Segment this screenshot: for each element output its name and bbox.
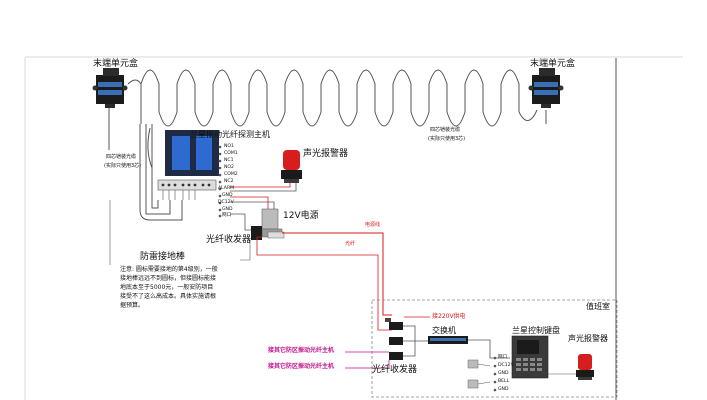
host-pin: GND [222, 207, 233, 212]
keyboard-pin: DC12V [498, 363, 514, 368]
transceiver-bottom-devices [385, 318, 403, 360]
host-pin: ALARM [218, 186, 235, 191]
terminal-box-left [92, 68, 128, 108]
terminal-box-right [528, 68, 564, 108]
terminal-box-left-label: 末端单元盒 [93, 59, 139, 69]
alarm-bottom [576, 354, 594, 380]
lightning-rod-label: 防雷接地棒 [140, 252, 186, 262]
cable-right-label-2: (实际只使用3芯) [428, 136, 466, 142]
fiber-cable [256, 236, 392, 331]
duty-room-frame [371, 299, 618, 398]
keyboard-pin: GND [498, 387, 509, 392]
cable-left-label-1: 四芯铠装光缆 [106, 154, 137, 160]
transceiver-top-label: 光纤收发器 [206, 235, 252, 245]
host-pin: NO2 [224, 165, 234, 170]
power-line-label: 电源线 [365, 222, 381, 228]
host-pin: DC12V [218, 200, 234, 205]
host-device [157, 130, 222, 218]
host-pin: COM1 [224, 151, 238, 156]
cable-right-label-1: 四芯铠装光缆 [430, 127, 461, 133]
alarm-bottom-label: 声光报警器 [568, 334, 608, 343]
terminal-box-right-label: 末端单元盒 [530, 59, 576, 69]
fiber-host-label-2: 接其它防区振动光纤主机 [268, 363, 335, 370]
power-supply-label: 12V电源 [283, 211, 319, 221]
ac-power-label: 接220V供电 [432, 313, 466, 320]
vibration-fiber [140, 69, 520, 127]
switch-label: 交换机 [432, 326, 456, 335]
host-pin: COM2 [224, 172, 238, 177]
host-pin: NC2 [224, 179, 234, 184]
bottom-small-devices [467, 359, 491, 389]
keyboard-device [511, 335, 549, 379]
host-pin: 网口 [222, 213, 232, 218]
duty-room-label: 值班室 [586, 302, 610, 311]
fiber-line-label: 光纤 [345, 241, 356, 247]
power-cable [282, 232, 392, 316]
host-pin: NO1 [224, 144, 234, 149]
host-pin: GND [222, 193, 233, 198]
keyboard-pin: BELL [498, 379, 510, 384]
keyboard-pin: GND [498, 371, 509, 376]
alarm-top [281, 150, 302, 183]
cable-left-label-2: (实际只使用3芯) [104, 163, 142, 169]
alarm-top-label: 声光报警器 [303, 149, 349, 159]
grounding-note: 注意: 圆标需要接地的第4级别，一般接地棒远远不到圆标，但接圆标能接地底本至于5… [120, 266, 218, 309]
fiber-host-label-1: 接其它防区振动光纤主机 [268, 347, 335, 354]
keyboard-label: 兰星控制键盘 [512, 326, 560, 335]
transceiver-top-device [251, 226, 285, 240]
host-label: 兰星振动光纤探测主机 [190, 130, 270, 139]
keyboard-pin: 网口 [498, 355, 508, 360]
host-pin: NC1 [224, 158, 234, 163]
switch-device [428, 336, 468, 344]
transceiver-bottom-label: 光纤收发器 [372, 365, 418, 375]
